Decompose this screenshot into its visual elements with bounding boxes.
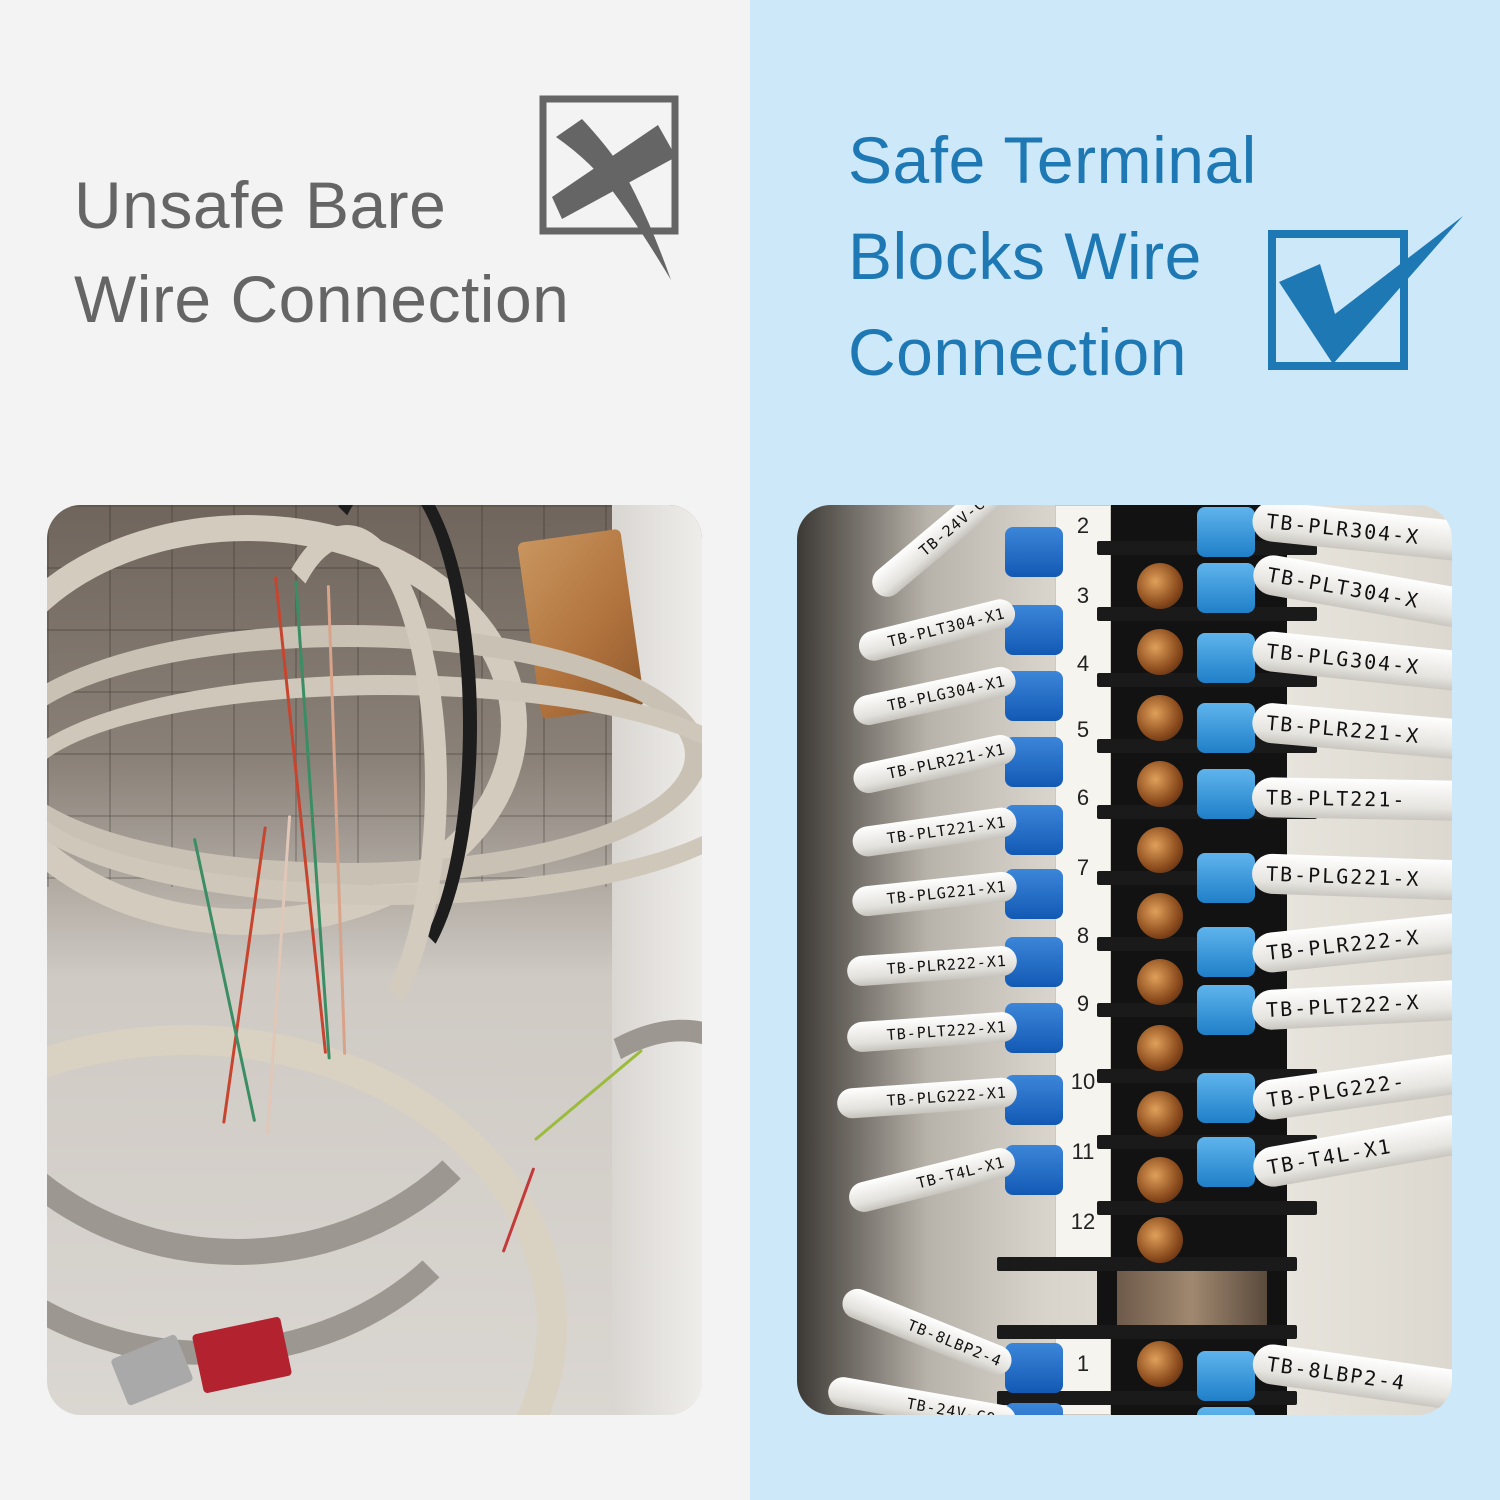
safe-title-line-3: Connection [848, 315, 1187, 389]
wire-label: TB-PLG221-X [1251, 853, 1452, 901]
terminal-number: 2 [1076, 513, 1090, 538]
terminal-number: 4 [1076, 651, 1090, 676]
terminal-number: 8 [1076, 923, 1090, 948]
terminal-number: 12 [1070, 1209, 1096, 1234]
safe-title-line-2: Blocks Wire [848, 219, 1202, 293]
check-mark-box-icon [1265, 212, 1465, 372]
unsafe-title-line-1: Unsafe Bare [74, 168, 447, 242]
x-mark-box-icon [538, 95, 688, 285]
safe-title: Safe Terminal Blocks Wire Connection [848, 112, 1257, 400]
wire-label: TB-PLT221- [1251, 777, 1452, 821]
terminal-number: 11 [1071, 1139, 1095, 1164]
terminal-number: 7 [1076, 855, 1090, 880]
safe-title-line-1: Safe Terminal [848, 123, 1257, 197]
terminal-number: 5 [1076, 717, 1090, 742]
unsafe-title: Unsafe Bare Wire Connection [74, 158, 569, 346]
terminal-number: 6 [1076, 785, 1090, 810]
terminal-number: 9 [1076, 991, 1090, 1016]
terminal-number: 10 [1070, 1069, 1096, 1094]
terminal-number: 1 [1076, 1351, 1090, 1376]
terminal-block-photo: 2 3 4 5 6 7 8 9 10 11 12 1 2 TB-PLR304-X… [797, 505, 1452, 1415]
unsafe-title-line-2: Wire Connection [74, 262, 570, 336]
safe-panel: Safe Terminal Blocks Wire Connection 2 [750, 0, 1500, 1500]
unsafe-panel: Unsafe Bare Wire Connection [0, 0, 750, 1500]
bare-wire-photo [47, 505, 702, 1415]
terminal-number: 3 [1076, 583, 1090, 608]
